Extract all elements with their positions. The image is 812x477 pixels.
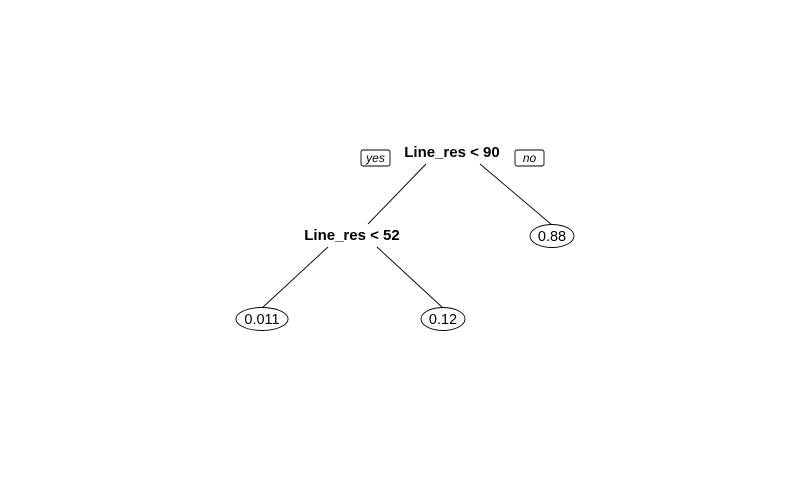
left-split-label: Line_res < 52: [304, 227, 399, 244]
edge-root-to-right-leaf: [479, 163, 553, 226]
leaf-node-right: 0.88: [529, 224, 575, 248]
yes-badge-label: yes: [365, 151, 385, 165]
leaf-left-right-value: 0.12: [429, 312, 457, 328]
yes-badge: yes: [360, 149, 391, 167]
edge-left-split-to-leaf-right: [376, 246, 444, 309]
root-split-label: Line_res < 90: [404, 144, 499, 161]
no-badge-label: no: [523, 151, 537, 165]
leaf-left-left-value: 0.011: [244, 312, 279, 328]
no-badge: no: [514, 149, 545, 167]
leaf-node-left-right: 0.12: [420, 307, 466, 331]
leaf-node-left-left: 0.011: [235, 307, 289, 331]
edge-left-split-to-leaf-left: [261, 246, 329, 309]
edge-root-to-left-split: [367, 163, 427, 225]
leaf-right-value: 0.88: [538, 229, 566, 245]
